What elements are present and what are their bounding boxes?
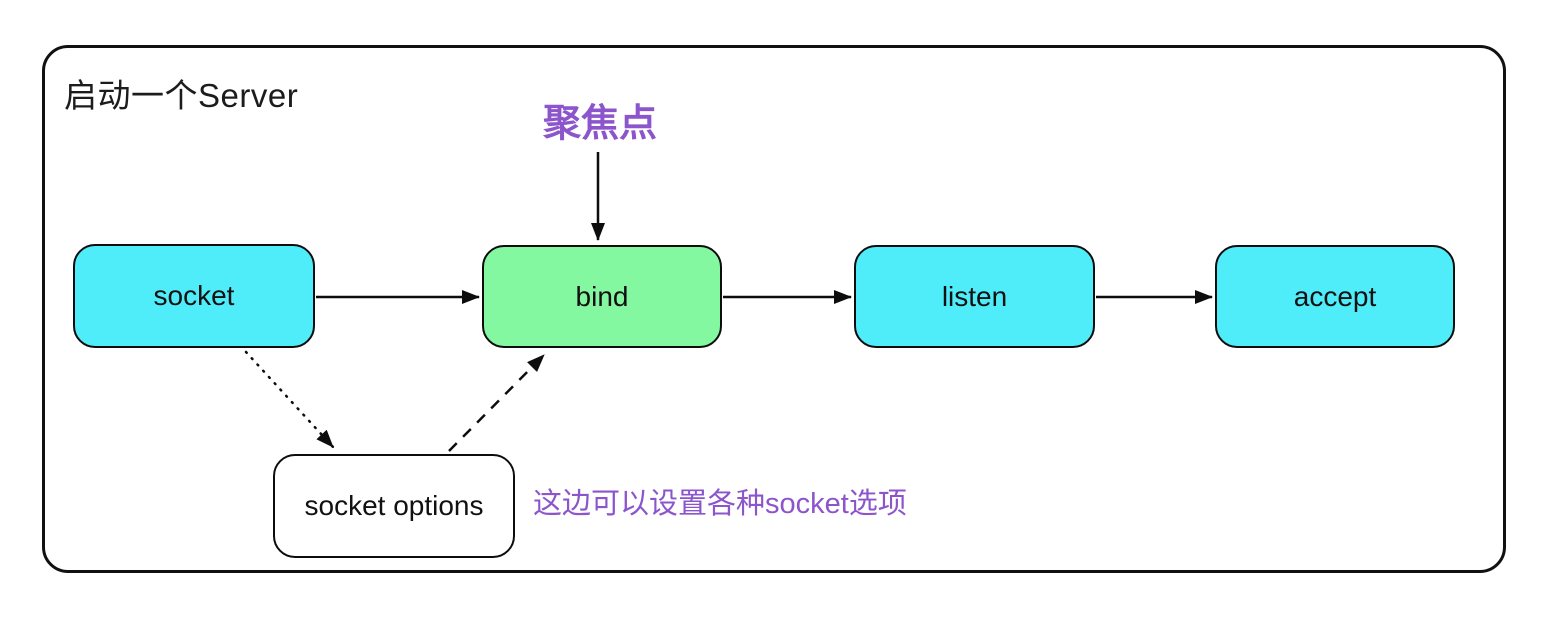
focus-point-annotation: 聚焦点 [542,103,657,145]
node-listen: listen [854,245,1095,348]
node-socket-options-label: socket options [304,490,484,521]
node-socket-options: socket options [273,454,515,558]
node-listen-label: listen [941,280,1008,312]
node-accept: accept [1215,245,1455,348]
node-bind-label: bind [575,280,629,312]
diagram-title: 启动一个Server [64,77,299,114]
socket-options-note-annotation: 这边可以设置各种socket选项 [533,488,907,520]
node-bind: bind [482,245,722,348]
node-socket: socket [73,244,315,348]
node-accept-label: accept [1293,280,1377,312]
node-socket-label: socket [153,280,235,311]
